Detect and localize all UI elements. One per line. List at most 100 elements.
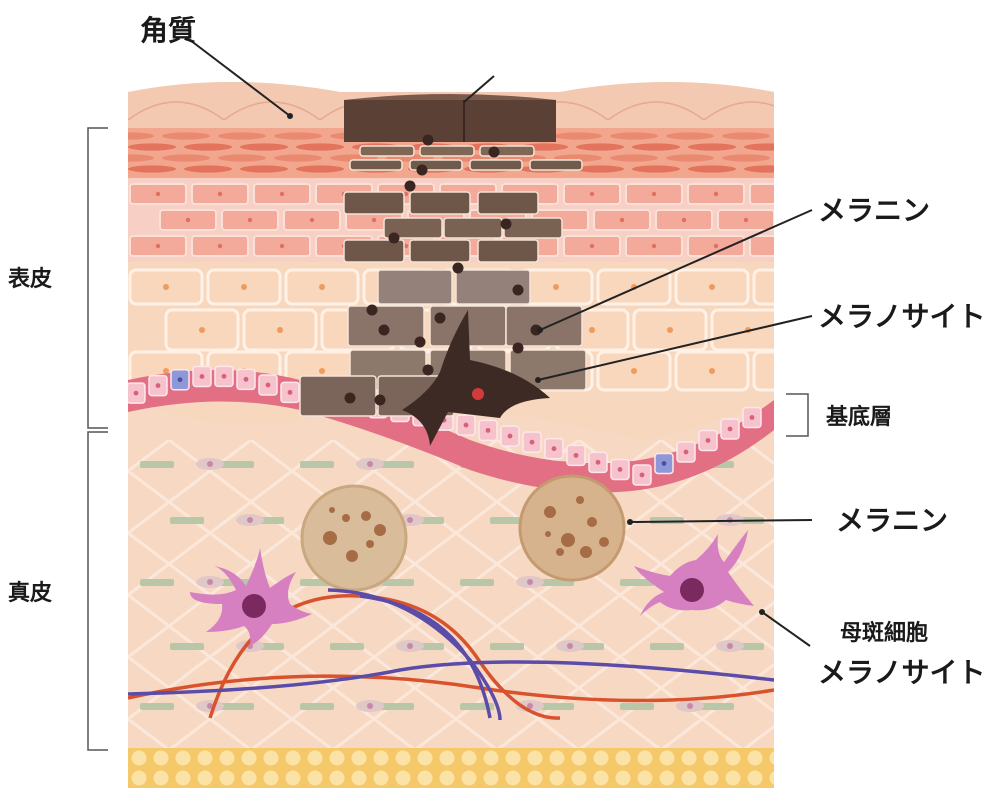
granular-cell	[666, 132, 714, 140]
melanin-spot	[374, 524, 386, 536]
melanin-granule	[378, 324, 390, 336]
melanin-spot	[580, 546, 592, 558]
label-melanin-epidermis: メラニン	[818, 194, 930, 227]
pigmented-cell	[299, 375, 377, 417]
prickle-cell	[710, 308, 774, 352]
melanocyte-nucleus	[472, 388, 484, 400]
granular-cell	[184, 143, 232, 151]
collagen-fiber	[380, 579, 414, 586]
spinous-cell	[749, 183, 774, 205]
granular-cell	[162, 154, 210, 162]
granular-cell	[554, 132, 602, 140]
collagen-fiber	[490, 517, 524, 524]
granular-cell	[128, 165, 176, 173]
pigmented-cell	[409, 239, 471, 263]
melanin-spot	[323, 531, 337, 545]
granular-cell	[722, 154, 770, 162]
prickle-cell	[752, 268, 774, 306]
pigmented-cell	[477, 191, 539, 215]
granular-cell	[610, 132, 658, 140]
label-nevus-cell: 母斑細胞	[840, 620, 928, 646]
melanin-granule	[388, 232, 400, 244]
melanin-granule	[374, 394, 386, 406]
melanin-spot	[329, 507, 335, 513]
granular-cell	[610, 154, 658, 162]
melanin-granule	[344, 392, 356, 404]
granular-cell	[576, 165, 624, 173]
collagen-fiber	[300, 461, 334, 468]
granular-cell	[162, 132, 210, 140]
melanin-spot	[599, 537, 609, 547]
melanin-spot	[342, 514, 350, 522]
label-nevus-melanocyte: メラノサイト	[818, 656, 985, 689]
collagen-fiber	[220, 461, 254, 468]
pigmented-cell	[529, 159, 583, 171]
collagen-fiber	[700, 703, 734, 710]
pigmented-cell	[443, 217, 503, 239]
pigmented-cell	[469, 159, 523, 171]
melanin-spot	[576, 496, 584, 504]
melanin-granule	[530, 324, 542, 336]
collagen-fiber	[220, 703, 254, 710]
melanin-granule	[416, 164, 428, 176]
granular-cell	[688, 143, 736, 151]
granular-cell	[688, 165, 736, 173]
label-stratum-corneum: 角質	[140, 14, 196, 47]
granular-cell	[128, 132, 154, 140]
collagen-fiber	[140, 461, 174, 468]
dermal-melanin-right	[518, 474, 626, 582]
granular-cell	[128, 143, 176, 151]
melanin-spot	[346, 550, 358, 562]
granular-cell	[744, 165, 774, 173]
collagen-fiber	[620, 703, 654, 710]
granular-cell	[744, 143, 774, 151]
granular-cell	[184, 165, 232, 173]
pigmented-cell	[343, 239, 405, 263]
melanin-spot	[561, 533, 575, 547]
pigmented-cell	[503, 217, 563, 239]
label-melanin-dermis: メラニン	[836, 504, 948, 537]
pigmented-cell	[479, 145, 535, 157]
subcutaneous-fat	[128, 748, 774, 788]
melanin-granule	[366, 304, 378, 316]
melanin-spot	[544, 506, 556, 518]
collagen-fiber	[300, 703, 334, 710]
pigmented-cell	[509, 349, 587, 391]
melanin-spot	[587, 517, 597, 527]
label-dermis: 真皮	[8, 580, 52, 606]
collagen-fiber	[330, 643, 364, 650]
collagen-fiber	[170, 643, 204, 650]
pigmented-cell	[359, 145, 415, 157]
melanin-spot	[556, 548, 564, 556]
pigmented-cell	[477, 239, 539, 263]
granular-cell	[240, 143, 288, 151]
spinous-cell	[749, 235, 774, 257]
granular-cell	[274, 154, 322, 162]
pigmented-cell	[383, 217, 443, 239]
collagen-fiber	[490, 643, 524, 650]
pointer-dots	[287, 113, 765, 615]
melanin-granule	[404, 180, 416, 192]
granular-cell	[296, 143, 344, 151]
granular-cell	[274, 132, 322, 140]
skin-layers	[128, 82, 774, 788]
collagen-fiber	[380, 703, 414, 710]
collagen-fiber	[460, 579, 494, 586]
pigmented-cell	[419, 145, 475, 157]
nevus-cell-left	[190, 548, 312, 646]
epidermis-bracket	[87, 127, 108, 429]
nevus-cell-right	[634, 530, 754, 616]
prickle-cell	[752, 350, 774, 392]
granular-cell	[296, 165, 344, 173]
label-melanocyte-epidermis: メラノサイト	[818, 300, 985, 333]
melanin-granule	[452, 262, 464, 274]
collagen-fiber	[140, 579, 174, 586]
pigmented-cell	[409, 191, 471, 215]
granular-cell	[722, 132, 770, 140]
label-epidermis: 表皮	[8, 266, 52, 292]
dermal-melanin-left	[300, 484, 408, 592]
granular-cell	[128, 154, 154, 162]
melanin-spot	[545, 531, 551, 537]
granular-cell	[218, 154, 266, 162]
